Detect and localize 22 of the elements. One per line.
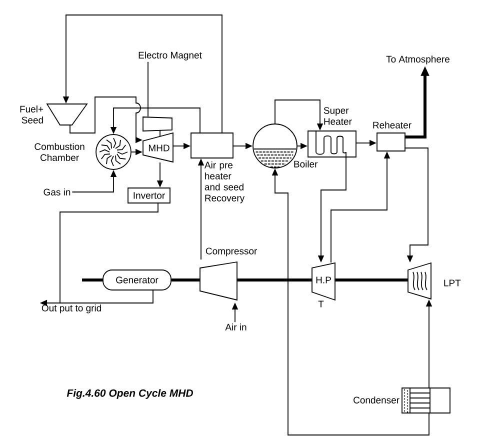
reheater-label: Reheater: [373, 122, 412, 128]
inlet-label: Air in: [225, 324, 246, 330]
condenser-label: Condenser: [354, 396, 400, 404]
inlet-label: Gas in: [44, 188, 70, 196]
boiler-label: Boiler: [294, 160, 318, 168]
compressor-label: Compressor: [206, 248, 258, 256]
outlet-label: To Atmosphere: [386, 56, 450, 64]
shaft: [335, 278, 408, 282]
turbine-label: LPT: [444, 280, 461, 286]
generator: Generator: [102, 270, 172, 290]
turbine-label: T: [318, 300, 324, 308]
invertor-box: Invertor: [128, 188, 170, 204]
chamber-label: Combustion Chamber: [34, 143, 84, 161]
turbine-label: H.P: [316, 276, 331, 284]
shaft: [171, 278, 200, 282]
superheater-label: Super Heater: [324, 107, 352, 125]
output-label: Out put to grid: [42, 304, 102, 314]
heater-label: Air pre heater and seed Recovery: [204, 161, 245, 204]
hopper-label: Fuel+ Seed: [20, 106, 44, 124]
magnet-label: Electro Magnet: [138, 52, 202, 60]
caption: Fig.4.60 Open Cycle MHD: [66, 389, 193, 399]
shaft: [237, 278, 312, 282]
